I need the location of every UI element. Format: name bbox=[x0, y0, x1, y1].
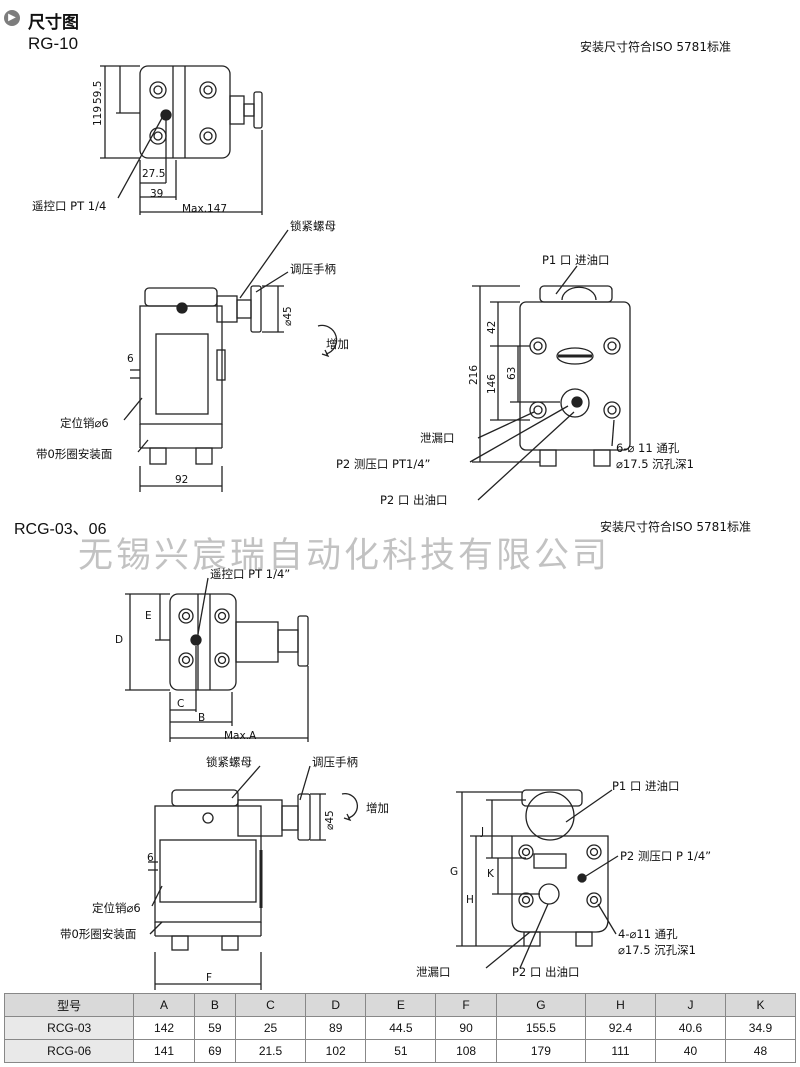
rcg-oring-face-label: 带0形圈安装面 bbox=[60, 927, 137, 941]
table-cell: 25 bbox=[235, 1016, 306, 1040]
rg10-dim-146: 146 bbox=[486, 373, 498, 394]
rcg-increase-label: 增加 bbox=[366, 801, 389, 815]
rg10-dim-45: ⌀45 bbox=[282, 306, 294, 326]
rg10-dim-42: 42 bbox=[486, 320, 498, 334]
rcg-handle-label: 调压手柄 bbox=[312, 755, 358, 769]
rg10-dim-6: 6 bbox=[127, 353, 134, 365]
rcg-dim-k: K bbox=[487, 868, 494, 880]
rg10-front-view bbox=[469, 265, 631, 501]
table-row: RCG-06 141 69 21.5 102 51 108 179 111 40… bbox=[3, 1039, 797, 1063]
header-cell-model: 型号 bbox=[3, 993, 135, 1017]
table-cell: 59 bbox=[193, 1016, 237, 1040]
rcg-holes-label-1: 4-⌀11 通孔 bbox=[618, 927, 678, 941]
header-cell: A bbox=[133, 993, 195, 1017]
rg10-oring-face-label: 带0形圈安装面 bbox=[36, 447, 113, 461]
rg10-dim-max147: Max.147 bbox=[182, 203, 228, 215]
rcg-dim-d: D bbox=[115, 634, 124, 646]
rg10-dim-27-5: 27.5 bbox=[142, 168, 166, 180]
rcg-dim-6: 6 bbox=[147, 852, 154, 864]
rg10-p2-out-label: P2 口 出油口 bbox=[380, 493, 448, 507]
rcg-dim-b: B bbox=[198, 712, 206, 724]
section-bullet-icon: ▶ bbox=[4, 10, 20, 26]
rg10-lock-nut-label: 锁紧螺母 bbox=[290, 219, 336, 233]
header-cell: G bbox=[495, 993, 586, 1017]
rg10-side-view bbox=[123, 229, 338, 492]
spec-table-header-row: 型号 A B C D E F G H J K bbox=[3, 993, 797, 1017]
rcg-drain-label: 泄漏口 bbox=[416, 965, 451, 979]
table-cell: 108 bbox=[435, 1039, 497, 1063]
spec-table: 型号 A B C D E F G H J K RCG-03 142 59 25 … bbox=[3, 993, 797, 1063]
header-cell: H bbox=[584, 993, 656, 1017]
rg10-standard: 安装尺寸符合ISO 5781标准 bbox=[580, 40, 731, 54]
rg10-dim-59-5: 59.5 bbox=[92, 80, 104, 104]
table-cell: 51 bbox=[365, 1039, 437, 1063]
rg10-increase-label: 增加 bbox=[326, 337, 349, 351]
table-cell: 179 bbox=[495, 1039, 586, 1063]
table-cell: 34.9 bbox=[724, 1016, 797, 1040]
header-cell: B bbox=[193, 993, 237, 1017]
table-cell: 142 bbox=[133, 1016, 195, 1040]
rg10-top-view bbox=[100, 65, 263, 215]
rcg-standard: 安装尺寸符合ISO 5781标准 bbox=[600, 520, 751, 534]
table-cell: 44.5 bbox=[365, 1016, 437, 1040]
rcg-p1-label: P1 口 进油口 bbox=[612, 779, 680, 793]
header-cell: E bbox=[365, 993, 437, 1017]
table-cell: 40.6 bbox=[654, 1016, 726, 1040]
rcg-p2-out-label: P2 口 出油口 bbox=[512, 965, 580, 979]
rg10-holes-label-2: ⌀17.5 沉孔深1 bbox=[616, 457, 695, 471]
rg10-dim-39: 39 bbox=[150, 188, 164, 200]
rg10-handle-label: 调压手柄 bbox=[290, 262, 336, 276]
rg10-locating-pin-label: 定位销⌀6 bbox=[60, 416, 109, 430]
rcg-dim-max-a: Max.A bbox=[224, 730, 257, 742]
table-cell: 155.5 bbox=[495, 1016, 586, 1040]
rcg-lock-nut-label: 锁紧螺母 bbox=[206, 755, 252, 769]
table-cell: 102 bbox=[304, 1039, 367, 1063]
rg10-p2-gauge-label: P2 测压口 PT1/4” bbox=[336, 457, 431, 471]
rcg-dim-g: G bbox=[450, 866, 459, 878]
header-cell: K bbox=[724, 993, 797, 1017]
rcg-dim-45: ⌀45 bbox=[324, 810, 336, 830]
header-cell: F bbox=[435, 993, 497, 1017]
rcg-side-view bbox=[148, 765, 359, 990]
page-title: 尺寸图 bbox=[28, 13, 79, 33]
table-cell: 21.5 bbox=[235, 1039, 306, 1063]
table-cell: 141 bbox=[133, 1039, 195, 1063]
header-cell: C bbox=[235, 993, 306, 1017]
rg10-dim-216: 216 bbox=[468, 364, 480, 385]
table-cell-model: RCG-06 bbox=[3, 1039, 135, 1063]
rcg-dim-h: H bbox=[466, 894, 474, 906]
rg10-dim-119: 119 bbox=[92, 105, 104, 126]
header-cell: D bbox=[304, 993, 367, 1017]
rg10-dim-63: 63 bbox=[506, 366, 518, 380]
rcg-top-view bbox=[125, 577, 309, 742]
rcg-dim-c: C bbox=[177, 698, 185, 710]
rg10-drain-label: 泄漏口 bbox=[420, 431, 455, 445]
header-cell: J bbox=[654, 993, 726, 1017]
table-row: RCG-03 142 59 25 89 44.5 90 155.5 92.4 4… bbox=[3, 1016, 797, 1040]
rcg-dim-f: F bbox=[206, 972, 213, 984]
rcg-dim-e: E bbox=[145, 610, 152, 622]
table-cell: 90 bbox=[435, 1016, 497, 1040]
rcg-remote-port-label: 遥控口 PT 1/4” bbox=[210, 567, 291, 581]
table-cell: 40 bbox=[654, 1039, 726, 1063]
table-cell: 69 bbox=[193, 1039, 237, 1063]
rg10-model: RG-10 bbox=[28, 34, 79, 53]
rcg-model: RCG-03、06 bbox=[14, 521, 107, 538]
rg10-p1-label: P1 口 进油口 bbox=[542, 253, 610, 267]
rg10-remote-port-label: 遥控口 PT 1/4 bbox=[32, 199, 107, 213]
rcg-holes-label-2: ⌀17.5 沉孔深1 bbox=[618, 943, 697, 957]
company-watermark: 无锡兴宸瑞自动化科技有限公司 bbox=[78, 536, 611, 576]
rcg-dim-j: J bbox=[481, 826, 485, 838]
table-cell: 92.4 bbox=[584, 1016, 656, 1040]
table-cell-model: RCG-03 bbox=[3, 1016, 135, 1040]
table-cell: 89 bbox=[304, 1016, 367, 1040]
rcg-p2-gauge-label: P2 测压口 P 1/4” bbox=[620, 849, 712, 863]
rg10-dim-92: 92 bbox=[175, 474, 189, 486]
table-cell: 48 bbox=[724, 1039, 797, 1063]
table-cell: 111 bbox=[584, 1039, 656, 1063]
rg10-holes-label-1: 6-⌀ 11 通孔 bbox=[616, 441, 680, 455]
rcg-front-view bbox=[456, 789, 619, 969]
rcg-locating-pin-label: 定位销⌀6 bbox=[92, 901, 141, 915]
